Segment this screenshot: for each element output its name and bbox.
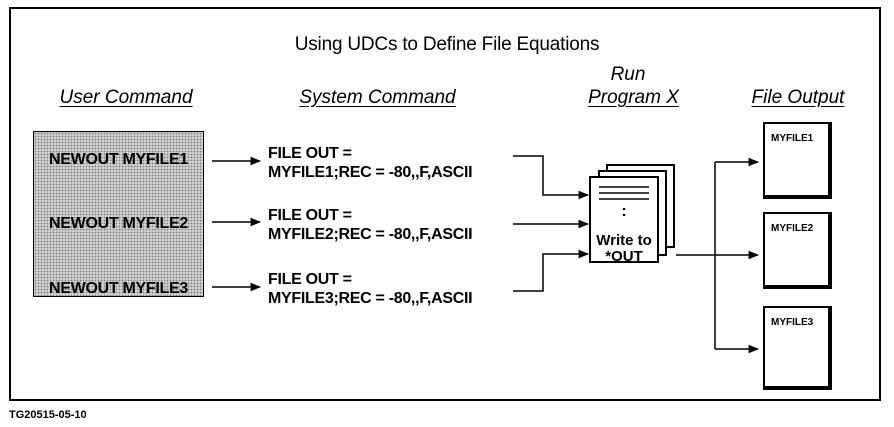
system-command-2-line2: MYFILE2;REC = -80,,F,ASCII (268, 226, 473, 243)
program-page-front: : Write to *OUT (589, 176, 659, 265)
user-command-box: NEWOUT MYFILE1 NEWOUT MYFILE2 NEWOUT MYF… (33, 131, 204, 297)
program-write-line1: Write to (596, 232, 652, 249)
program-ellipsis: : (621, 203, 627, 220)
file-output-3: MYFILE3 (763, 306, 832, 390)
file-output-1: MYFILE1 (763, 122, 832, 199)
header-system-command: System Command (299, 87, 456, 108)
file-output-2-label: MYFILE2 (771, 223, 814, 234)
header-file-output: File Output (751, 87, 845, 108)
file-output-2: MYFILE2 (763, 212, 832, 289)
arrow-system-to-program-3 (513, 249, 590, 292)
user-command-1: NEWOUT MYFILE1 (49, 151, 188, 168)
diagram-title: Using UDCs to Define File Equations (294, 34, 600, 55)
header-run: Run (610, 64, 646, 85)
file-output-1-label: MYFILE1 (771, 133, 814, 144)
header-program-x: Program X (588, 87, 679, 108)
file-output-3-label: MYFILE3 (771, 317, 814, 328)
system-command-1: FILE OUT = MYFILE1;REC = -80,,F,ASCII (268, 144, 473, 182)
diagram-frame (9, 7, 881, 401)
program-write-line2: *OUT (605, 248, 643, 265)
header-user-command: User Command (59, 87, 193, 108)
user-command-2: NEWOUT MYFILE2 (49, 215, 188, 232)
text-lines-icon (599, 186, 649, 200)
system-command-3-line2: MYFILE3;REC = -80,,F,ASCII (268, 290, 473, 307)
arrow-system-to-program-1 (513, 155, 590, 200)
system-command-3: FILE OUT = MYFILE3;REC = -80,,F,ASCII (268, 270, 473, 308)
system-command-1-line2: MYFILE1;REC = -80,,F,ASCII (268, 164, 473, 181)
system-command-1-line1: FILE OUT = (268, 145, 352, 162)
user-command-3: NEWOUT MYFILE3 (49, 280, 188, 297)
figure-id-footer: TG20515-05-10 (9, 409, 87, 421)
system-command-2-line1: FILE OUT = (268, 207, 352, 224)
system-command-3-line1: FILE OUT = (268, 271, 352, 288)
system-command-2: FILE OUT = MYFILE2;REC = -80,,F,ASCII (268, 206, 473, 244)
